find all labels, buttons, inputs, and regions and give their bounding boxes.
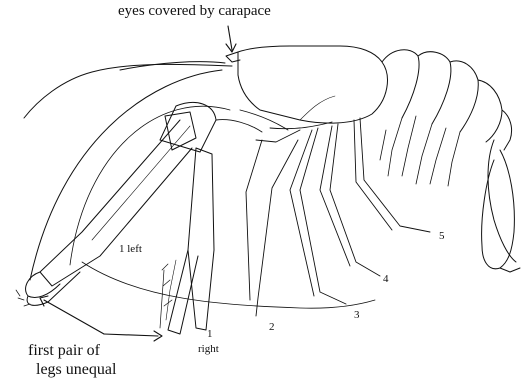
leg-2-label: 2 (269, 322, 275, 333)
walking-legs (246, 118, 430, 316)
leg-4-label: 4 (383, 274, 389, 285)
leg-1-left-label: 1 left (119, 244, 142, 255)
abdomen (382, 50, 512, 150)
leg-1-right-number: 1 (207, 329, 213, 340)
eyes-label: eyes covered by carapace (118, 4, 271, 19)
first-pair-label-line1: first pair of (28, 343, 100, 359)
ground-curve (82, 262, 375, 308)
pleopods (380, 116, 460, 186)
left-leg-arc (70, 106, 230, 265)
carapace (226, 46, 387, 123)
leg-5-label: 5 (439, 231, 445, 242)
label-arrows (40, 26, 236, 341)
leg-bases (216, 110, 332, 142)
leg-3-label: 3 (354, 310, 360, 321)
left-cheliped (16, 102, 216, 306)
leg-1-right-word: right (198, 344, 219, 355)
first-pair-label-line2: legs unequal (36, 362, 116, 378)
tail-fan (482, 140, 520, 272)
